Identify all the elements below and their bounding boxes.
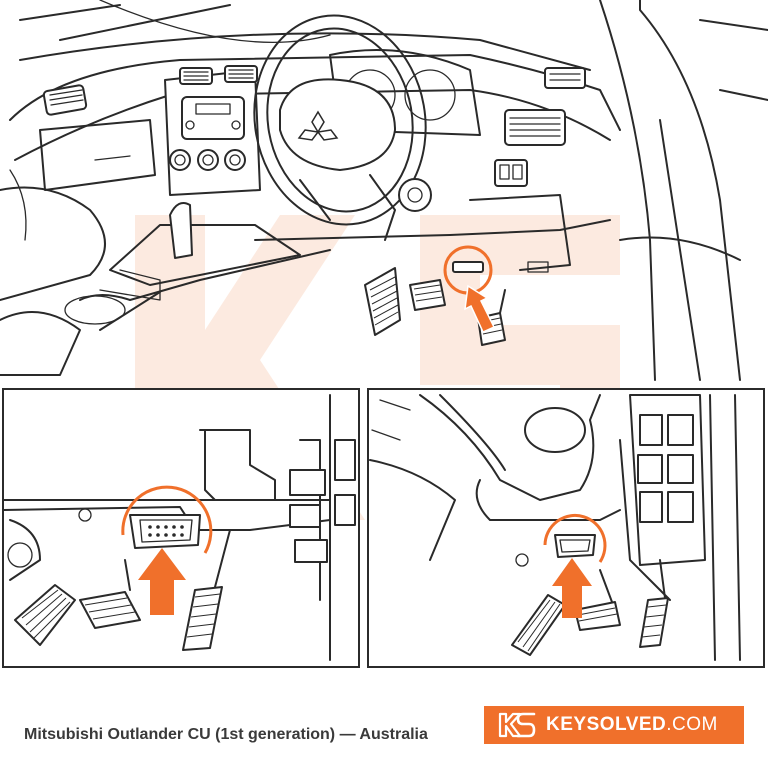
brand-name-bold: KEYSOLVED (546, 714, 667, 735)
arrow-up-icon (552, 558, 592, 618)
brand-name-suffix: .COM (666, 714, 718, 735)
keysolved-logo-icon (498, 712, 536, 738)
mitsubishi-logo-icon (297, 110, 339, 141)
arrow-up-icon (138, 548, 186, 615)
caption-title: Mitsubishi Outlander CU (1st generation)… (24, 726, 428, 743)
obd-port-icon (554, 534, 596, 558)
dashboard-scene (0, 0, 768, 381)
obd-port-icon (129, 514, 201, 549)
obd-port-icon (452, 261, 484, 273)
brand-name: KEYSOLVED.COM (546, 714, 718, 736)
brand-badge[interactable]: KEYSOLVED.COM (484, 706, 744, 744)
detail-panel-left (2, 388, 360, 668)
arrow-up-icon (464, 284, 496, 333)
detail-panel-right (367, 388, 765, 668)
